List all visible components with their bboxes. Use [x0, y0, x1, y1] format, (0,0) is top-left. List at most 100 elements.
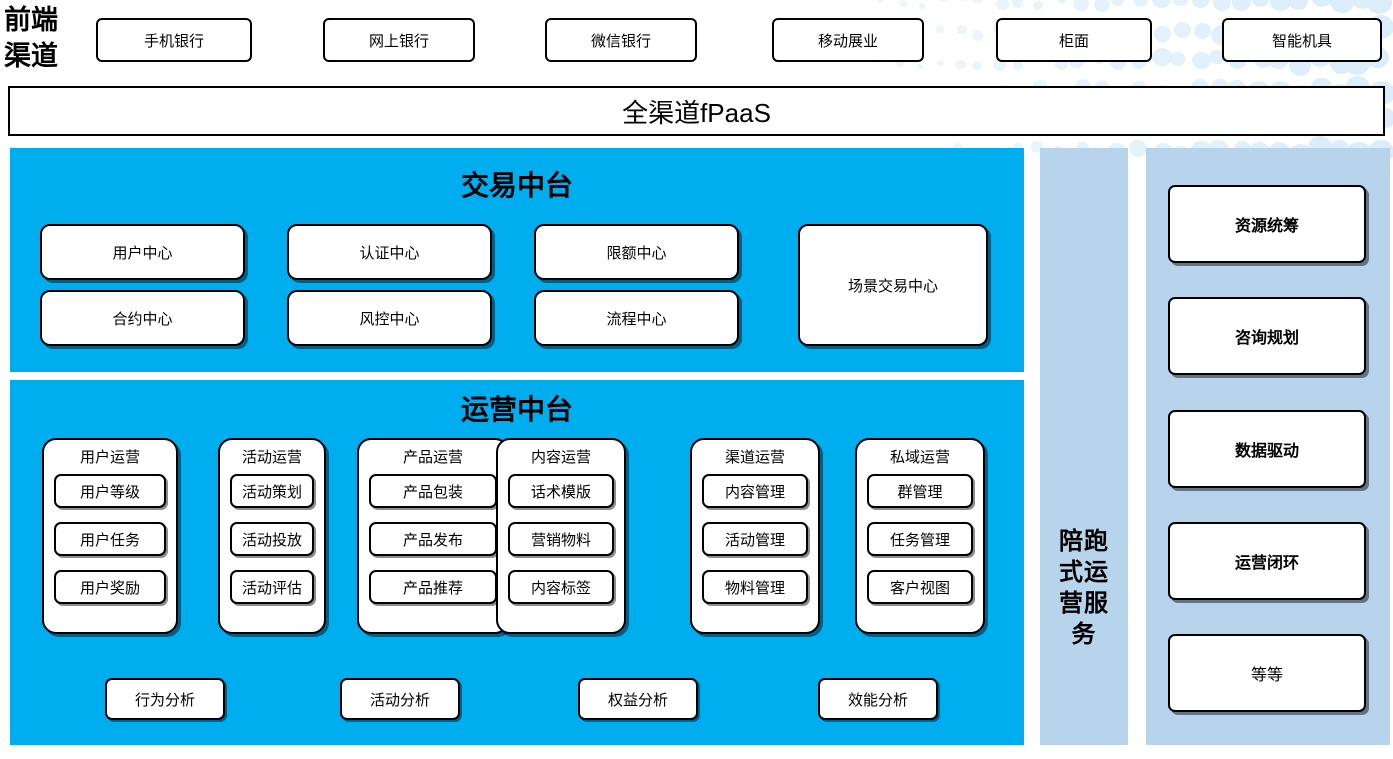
operation-group-title: 用户运营	[79, 449, 140, 466]
operation-group-item[interactable]: 客户视图	[867, 570, 973, 604]
transaction-center-box-r2-1[interactable]: 合约中心	[40, 290, 245, 346]
transaction-center-box-r1-1[interactable]: 用户中心	[40, 224, 245, 280]
data-analysis-item-label: 行为分析	[134, 691, 195, 709]
operation-group-item-label: 内容管理	[724, 483, 785, 501]
operation-group-item-label: 活动策划	[241, 483, 302, 501]
channel-box-4[interactable]: 移动展业	[772, 18, 924, 62]
channel-box-6[interactable]: 智能机具	[1222, 18, 1382, 62]
service-label-line2: 式运	[1059, 559, 1109, 586]
data-analysis-item-3[interactable]: 权益分析	[578, 678, 698, 720]
transaction-center-box-r1-2[interactable]: 认证中心	[287, 224, 492, 280]
operation-group-item-label: 产品发布	[402, 531, 463, 549]
operation-group-2[interactable]: 活动运营活动策划活动投放活动评估	[218, 438, 326, 634]
service-capability-card-label: 等等	[1250, 667, 1283, 684]
service-capability-card-4[interactable]: 运营闭环	[1168, 522, 1366, 600]
operation-group-item[interactable]: 活动投放	[230, 522, 314, 556]
service-capability-card-label: 咨询规划	[1234, 330, 1299, 347]
center-box-label: 认证中心	[359, 244, 420, 262]
operation-group-4[interactable]: 内容运营话术模版营销物料内容标签	[496, 438, 626, 634]
service-capability-card-label: 运营闭环	[1234, 555, 1299, 572]
center-box-label: 风控中心	[359, 310, 420, 328]
scenario-transaction-center-box[interactable]: 场景交易中心	[798, 224, 988, 346]
front-end-channel-label-line2: 渠道	[4, 41, 58, 71]
operation-group-1[interactable]: 用户运营用户等级用户任务用户奖励	[42, 438, 178, 634]
service-capability-card-1[interactable]: 资源统筹	[1168, 185, 1366, 263]
data-analysis-item-label: 活动分析	[369, 691, 430, 709]
center-box-label: 用户中心	[112, 244, 173, 262]
operation-group-item[interactable]: 群管理	[867, 474, 973, 508]
operation-group-item[interactable]: 内容标签	[508, 570, 614, 604]
operation-group-item-label: 客户视图	[889, 579, 950, 597]
data-analysis-item-1[interactable]: 行为分析	[105, 678, 225, 720]
operation-group-item-label: 活动投放	[241, 531, 302, 549]
channel-box-3[interactable]: 微信银行	[545, 18, 697, 62]
operation-group-item[interactable]: 物料管理	[702, 570, 808, 604]
operation-group-item-label: 任务管理	[889, 531, 950, 549]
front-end-channel-label: 前端 渠道	[4, 2, 88, 76]
operation-group-title: 产品运营	[402, 449, 463, 466]
data-analysis-item-label: 权益分析	[607, 691, 668, 709]
service-label-line4: 务	[1071, 621, 1097, 648]
accompanying-operation-service-label: 陪跑 式运 营服 务	[1040, 526, 1128, 650]
service-label-line1: 陪跑	[1059, 528, 1109, 555]
operation-group-title: 渠道运营	[724, 449, 785, 466]
operation-group-item-label: 产品推荐	[402, 579, 463, 597]
center-box-label: 场景交易中心	[847, 277, 938, 295]
operation-group-item[interactable]: 产品包装	[369, 474, 497, 508]
omnichannel-fpaas-bar[interactable]: 全渠道fPaaS	[8, 86, 1385, 136]
transaction-platform-title: 交易中台	[460, 170, 573, 201]
transaction-center-box-r2-2[interactable]: 风控中心	[287, 290, 492, 346]
transaction-center-box-r2-3[interactable]: 流程中心	[534, 290, 739, 346]
operation-group-item-label: 话术模版	[530, 483, 591, 501]
data-analysis-item-2[interactable]: 活动分析	[340, 678, 460, 720]
channel-box-label: 网上银行	[368, 32, 429, 50]
operation-group-item-label: 用户奖励	[79, 579, 140, 597]
operation-group-title: 活动运营	[241, 449, 302, 466]
operation-group-item[interactable]: 内容管理	[702, 474, 808, 508]
operation-group-item-label: 内容标签	[530, 579, 591, 597]
operation-group-3[interactable]: 产品运营产品包装产品发布产品推荐	[357, 438, 509, 634]
operation-group-title: 内容运营	[530, 449, 591, 466]
operation-group-item[interactable]: 用户奖励	[54, 570, 166, 604]
service-label-line3: 营服	[1059, 590, 1109, 617]
service-capability-card-label: 数据驱动	[1234, 443, 1299, 460]
operation-group-5[interactable]: 渠道运营内容管理活动管理物料管理	[690, 438, 820, 634]
accompanying-operation-service-column: 陪跑 式运 营服 务	[1040, 148, 1128, 745]
operation-group-item-label: 活动评估	[241, 579, 302, 597]
front-end-channel-label-line1: 前端	[4, 5, 58, 35]
transaction-center-box-r1-3[interactable]: 限额中心	[534, 224, 739, 280]
channel-box-label: 柜面	[1058, 32, 1089, 50]
channel-box-label: 手机银行	[143, 32, 204, 50]
operation-group-item[interactable]: 活动评估	[230, 570, 314, 604]
operation-group-item-label: 活动管理	[724, 531, 785, 549]
data-analysis-item-4[interactable]: 效能分析	[818, 678, 938, 720]
channel-box-label: 微信银行	[590, 32, 651, 50]
service-capability-card-5[interactable]: 等等	[1168, 634, 1366, 712]
operation-group-item[interactable]: 产品发布	[369, 522, 497, 556]
operation-group-item[interactable]: 活动管理	[702, 522, 808, 556]
operation-group-item-label: 用户等级	[79, 483, 140, 501]
operation-group-item[interactable]: 话术模版	[508, 474, 614, 508]
channel-box-label: 移动展业	[817, 32, 878, 50]
center-box-label: 合约中心	[112, 310, 173, 328]
channel-box-2[interactable]: 网上银行	[323, 18, 475, 62]
service-capability-card-label: 资源统筹	[1234, 218, 1299, 235]
operation-group-item-label: 物料管理	[724, 579, 785, 597]
operation-group-item[interactable]: 营销物料	[508, 522, 614, 556]
service-capability-card-3[interactable]: 数据驱动	[1168, 410, 1366, 488]
operation-group-6[interactable]: 私域运营群管理任务管理客户视图	[855, 438, 985, 634]
operation-group-item[interactable]: 用户等级	[54, 474, 166, 508]
channel-box-5[interactable]: 柜面	[996, 18, 1152, 62]
operation-group-item-label: 群管理	[897, 483, 943, 501]
operation-group-title: 私域运营	[889, 449, 950, 466]
operation-group-item[interactable]: 产品推荐	[369, 570, 497, 604]
center-box-label: 限额中心	[606, 244, 667, 262]
service-capability-card-2[interactable]: 咨询规划	[1168, 297, 1366, 375]
operation-group-item[interactable]: 任务管理	[867, 522, 973, 556]
operation-group-item-label: 用户任务	[79, 531, 140, 549]
operation-group-item[interactable]: 用户任务	[54, 522, 166, 556]
channel-box-1[interactable]: 手机银行	[96, 18, 252, 62]
operation-group-item[interactable]: 活动策划	[230, 474, 314, 508]
center-box-label: 流程中心	[606, 310, 667, 328]
operations-platform-title: 运营中台	[460, 394, 573, 425]
